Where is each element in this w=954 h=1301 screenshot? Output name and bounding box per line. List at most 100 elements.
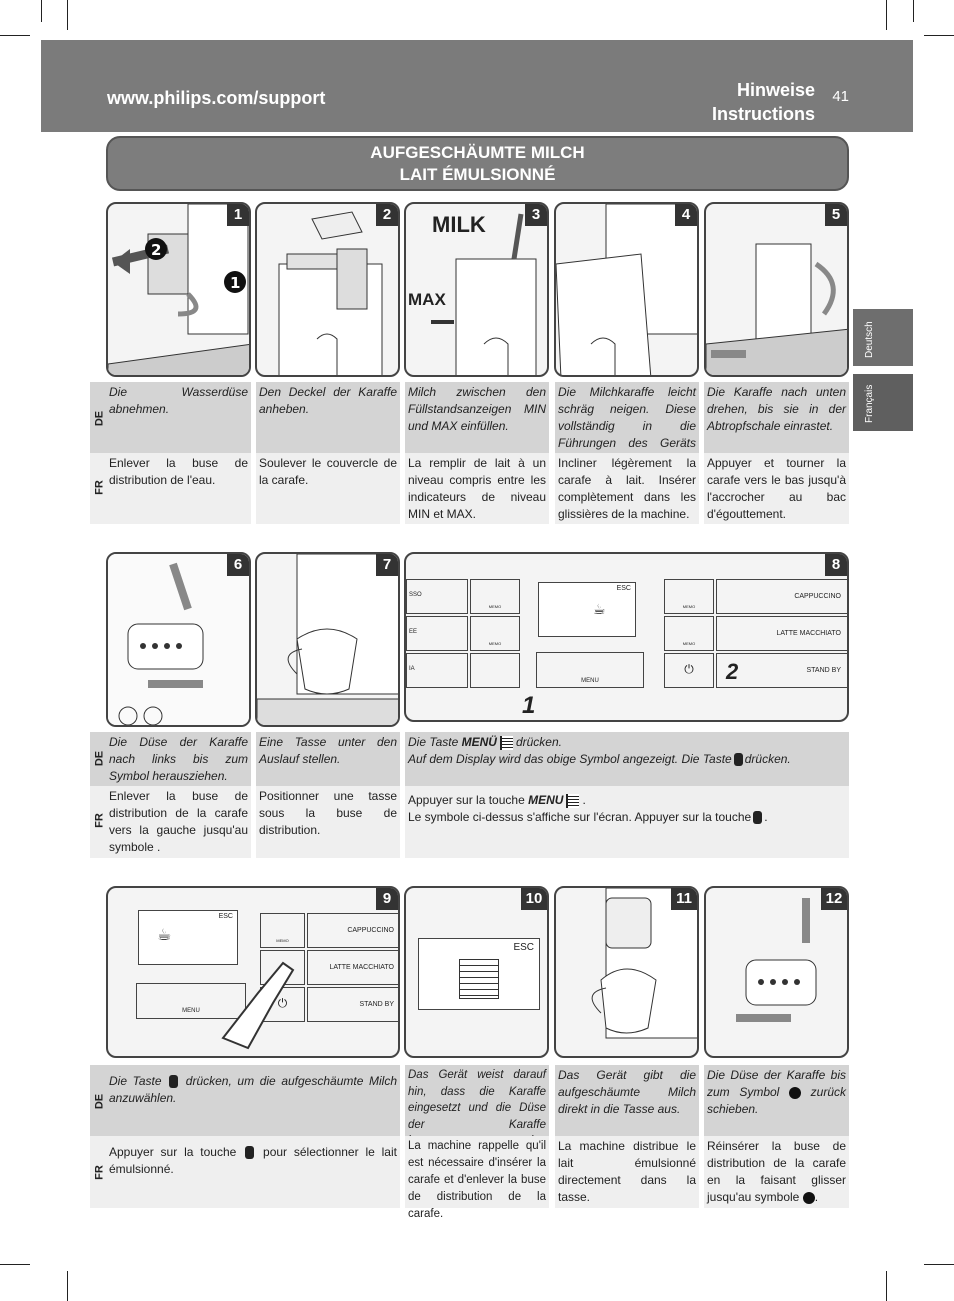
step-number: 1 xyxy=(227,204,249,226)
lang-de: DE xyxy=(93,750,106,767)
button-label: STAND BY xyxy=(359,1001,395,1008)
step-number: 10 xyxy=(521,888,547,910)
step-number: 8 xyxy=(825,554,847,576)
crop-mark xyxy=(924,35,954,36)
step-text: Milch zwischen den Füllstandsanzeigen MI… xyxy=(408,385,546,433)
cup-icon: ☕ xyxy=(157,927,172,944)
header-title: Hinweise Instructions xyxy=(712,78,815,126)
section-title: AUFGESCHÄUMTE MILCH LAIT ÉMULSIONNÉ xyxy=(106,136,849,191)
display-screen: ESC xyxy=(418,938,540,1010)
carafe-drawing xyxy=(278,211,383,375)
memo-button[interactable]: MEMO xyxy=(664,579,714,614)
memo-button[interactable]: MEMO xyxy=(470,616,520,651)
pointing-hand-icon xyxy=(221,961,295,1050)
tab-deutsch[interactable]: Deutsch xyxy=(853,309,913,366)
step-text: drücken, um die aufgeschäumte Milch anzu… xyxy=(109,1074,397,1105)
crop-mark xyxy=(913,0,914,22)
lang-fr: FR xyxy=(93,480,106,495)
button-label: MEMO xyxy=(488,641,502,646)
cappuccino-button[interactable]: CAPPUCCINO xyxy=(716,579,847,614)
button-label: EE xyxy=(409,629,418,635)
step-3-illustration: MILK MAX 3 xyxy=(404,202,549,377)
step-7-fr: Positionner une tasse sous la buse de di… xyxy=(256,786,400,858)
button-label: STAND BY xyxy=(806,667,842,674)
step-text: Die Karaffe nach unten drehen, bis sie i… xyxy=(707,385,846,433)
button-label: MEMO xyxy=(682,604,696,609)
crop-mark xyxy=(886,0,887,30)
cup-drawing xyxy=(257,554,398,725)
memo-icon xyxy=(733,753,743,767)
step-text: Eine Tasse unter den Auslauf stellen. xyxy=(259,735,397,766)
step-11-illustration: 11 xyxy=(554,886,699,1058)
step-text: Die Düse der Karaffe bis zum Symbol xyxy=(707,1068,846,1099)
step-5-illustration: 5 xyxy=(704,202,849,377)
step-text: Das Gerät gibt die aufgeschäumte Milch d… xyxy=(558,1068,696,1116)
nozzle-drawing xyxy=(108,554,249,725)
step-2-de: Den Deckel der Karaffe anheben. xyxy=(256,382,400,453)
step-text: Den Deckel der Karaffe anheben. xyxy=(259,385,397,416)
step-6-illustration: 6 xyxy=(106,552,251,727)
step-text: La machine distribue le lait émulsionné … xyxy=(558,1139,696,1204)
latte-macchiato-button[interactable]: LATTE MACCHIATO xyxy=(307,950,398,985)
panel-button[interactable]: SSO xyxy=(406,579,468,614)
step-number: 3 xyxy=(525,204,547,226)
step-text: Die Taste xyxy=(408,735,459,749)
milk-label: MILK xyxy=(432,212,486,237)
header-title-de: Hinweise xyxy=(736,80,815,100)
memo-button[interactable]: MEMO xyxy=(260,913,305,948)
button-label: LATTE MACCHIATO xyxy=(776,630,841,637)
step-5-fr: Appuyer et tourner la carafe vers le bas… xyxy=(704,453,849,524)
crop-mark xyxy=(67,0,68,30)
step-7-de: Eine Tasse unter den Auslauf stellen. xyxy=(256,732,400,786)
callout-2-icon: 21 xyxy=(145,238,246,293)
cappuccino-button[interactable]: CAPPUCCINO xyxy=(307,913,398,948)
display-screen: ESC ☕ xyxy=(538,582,636,637)
step-text: Die Düse der Karaffe nach links bis zum … xyxy=(109,735,248,783)
panel-button[interactable]: IA xyxy=(406,653,468,688)
step-text: Appuyer sur la touche xyxy=(109,1145,237,1159)
button-label: LATTE MACCHIATO xyxy=(329,964,394,971)
button-label: CAPPUCCINO xyxy=(347,927,394,934)
crop-mark xyxy=(41,0,42,22)
latte-memo-button[interactable]: MEMO xyxy=(664,616,714,651)
nozzle-back-drawing xyxy=(736,898,817,1022)
step-text: Enlever la buse de distribution de l'eau… xyxy=(109,456,248,487)
support-url[interactable]: www.philips.com/support xyxy=(107,88,326,108)
memo-icon xyxy=(169,1075,179,1089)
step-7-illustration: 7 xyxy=(255,552,400,727)
step-12-illustration: 12 xyxy=(704,886,849,1058)
section-title-fr: LAIT ÉMULSIONNÉ xyxy=(399,165,556,184)
step-number: 7 xyxy=(376,554,398,576)
panel-button[interactable]: EE xyxy=(406,616,468,651)
standby-button[interactable]: STAND BY xyxy=(307,987,398,1022)
menu-button[interactable]: MENU xyxy=(536,652,644,688)
display-screen: ESC ☕ xyxy=(138,910,238,965)
carafe-icon xyxy=(459,959,499,999)
latte-macchiato-button[interactable]: LATTE MACCHIATO xyxy=(716,616,847,651)
step-text: drücken. xyxy=(744,752,791,766)
dot-symbol-icon xyxy=(789,1086,801,1099)
step-text: Positionner une tasse sous la buse de di… xyxy=(259,789,397,837)
step-number: 4 xyxy=(675,204,697,226)
step-3-de: Milch zwischen den Füllstandsanzeigen MI… xyxy=(405,382,549,453)
lang-de: DE xyxy=(93,1093,106,1110)
memo-button[interactable]: MEMO xyxy=(470,579,520,614)
cup-icon: ☕ xyxy=(593,601,606,617)
tab-label: Français xyxy=(864,384,875,423)
step-number: 6 xyxy=(227,554,249,576)
step-text: Enlever la buse de distribution de la ca… xyxy=(109,789,248,854)
menu-button[interactable]: MENU xyxy=(136,983,246,1019)
tab-francais[interactable]: Français xyxy=(853,374,913,431)
power-icon[interactable]: ⏻ xyxy=(664,653,714,688)
lang-de: DE xyxy=(93,410,106,427)
rotate-carafe-drawing xyxy=(706,243,847,375)
insert-carafe-drawing xyxy=(556,204,697,375)
button-label: MEMO xyxy=(276,938,289,943)
standby-button[interactable]: STAND BY xyxy=(716,653,847,688)
step-3-fr: La remplir de lait à un niveau compris e… xyxy=(405,453,549,524)
step-4-de: Die Milchkaraffe leicht schräg neigen. D… xyxy=(555,382,699,467)
step-8-fr: Appuyer sur la touche MENU. Le symbole c… xyxy=(405,786,849,858)
step-text: . xyxy=(764,810,768,824)
coffee-button[interactable] xyxy=(470,653,520,688)
button-label: CAPPUCCINO xyxy=(794,593,841,600)
